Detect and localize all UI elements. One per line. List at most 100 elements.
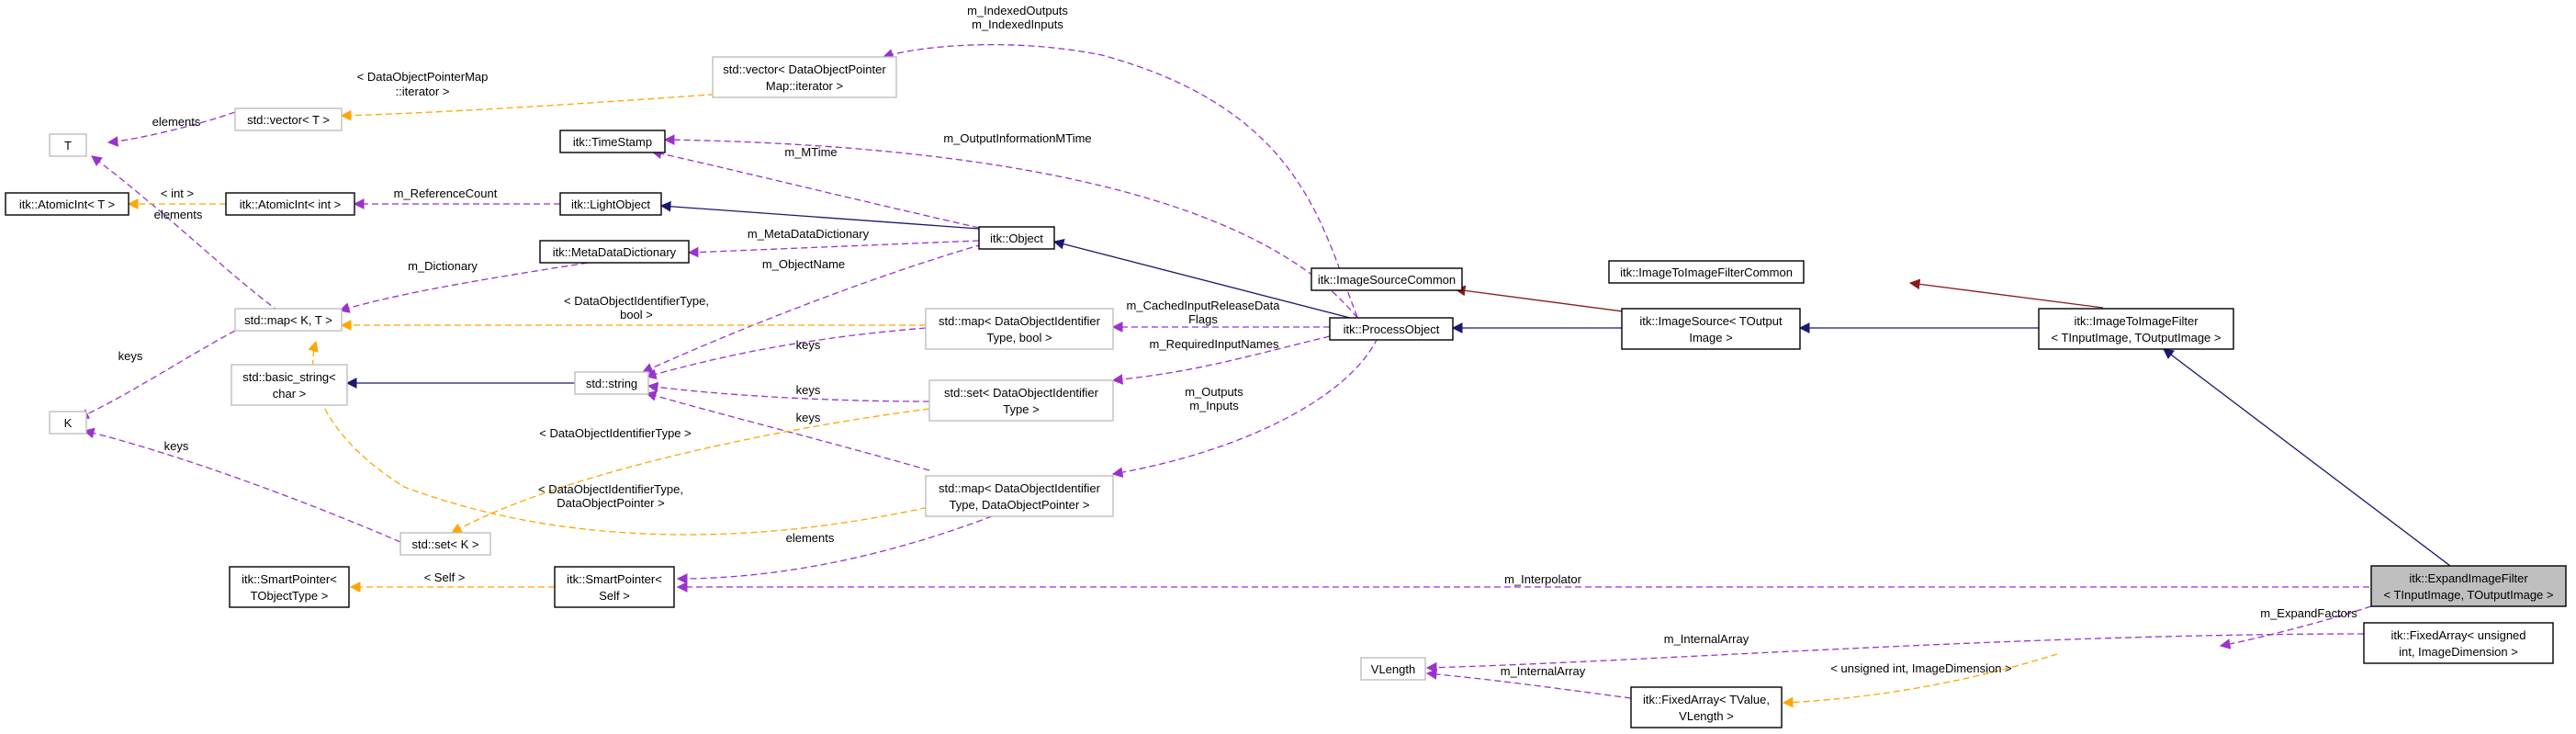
label-id-type-tpl: < DataObjectIdentifierType > — [539, 426, 691, 440]
edge-image-to-image-filter-to-common — [1908, 278, 2104, 309]
label-self-tpl: < Self > — [424, 570, 466, 584]
edge-m-internal-array-1 — [1425, 633, 2365, 673]
label-elements-sp: elements — [786, 531, 835, 545]
node-timestamp[interactable]: itk::TimeStamp — [559, 130, 666, 153]
node-t-param[interactable]: T — [49, 133, 87, 157]
node-expand-image-filter[interactable]: itk::ExpandImageFilter< TInputImage, TOu… — [2370, 565, 2567, 607]
edge-keys-map-bool — [645, 327, 927, 379]
node-smart-pointer-self[interactable]: itk::SmartPointer<Self > — [554, 566, 675, 608]
label-m-interpolator: m_Interpolator — [1504, 572, 1581, 586]
node-smart-pointer-tobj[interactable]: itk::SmartPointer<TObjectType > — [229, 566, 350, 608]
edge-keys-set-id — [647, 381, 930, 402]
svg-text:itk::ExpandImageFilter< TInput: itk::ExpandImageFilter< TInputImage, TOu… — [2383, 571, 2553, 602]
svg-text:VLength: VLength — [1371, 662, 1415, 676]
label-m-output-information-mtime: m_OutputInformationMTime — [943, 131, 1091, 145]
svg-text:itk::ImageSource< TOutputImage: itk::ImageSource< TOutputImage > — [1639, 314, 1783, 344]
edge-dop-map-iterator — [340, 89, 776, 121]
label-id-dop-tpl: < DataObjectIdentifierType,DataObjectPoi… — [538, 482, 683, 510]
node-map-kt[interactable]: std::map< K, T > — [234, 308, 343, 332]
svg-text:std::map< DataObjectIdentifier: std::map< DataObjectIdentifierType, Data… — [939, 481, 1101, 512]
edge-m-indexed — [882, 43, 1358, 318]
edge-process-object-to-object — [1052, 238, 1351, 319]
edge-expand-to-image-to-image-filter — [2163, 348, 2451, 567]
node-image-source-common[interactable]: itk::ImageSourceCommon — [1310, 267, 1463, 291]
node-std-string[interactable]: std::string — [574, 371, 649, 395]
svg-text:itk::AtomicInt< T >: itk::AtomicInt< T > — [19, 198, 115, 211]
node-image-to-image-filter[interactable]: itk::ImageToImageFilter< TInputImage, TO… — [2038, 308, 2234, 350]
node-object[interactable]: itk::Object — [978, 226, 1055, 250]
svg-text:K: K — [64, 416, 73, 430]
edge-id-type-tpl — [450, 408, 930, 534]
label-keys-map-bool: keys — [796, 338, 821, 352]
svg-text:T: T — [64, 139, 72, 152]
node-process-object[interactable]: itk::ProcessObject — [1329, 317, 1454, 341]
edge-m-dictionary — [338, 262, 589, 313]
node-atomic-int-int[interactable]: itk::AtomicInt< int > — [225, 192, 355, 216]
label-m-expand-factors: m_ExpandFactors — [2260, 606, 2357, 620]
svg-text:std::basic_string<char >: std::basic_string<char > — [242, 370, 336, 401]
label-keys-set-k: keys — [164, 439, 189, 453]
edge-m-meta-data-dictionary — [687, 240, 980, 258]
edge-elements-sp — [676, 515, 993, 584]
node-vlength[interactable]: VLength — [1360, 657, 1426, 681]
label-m-internal-array-1: m_InternalArray — [1664, 632, 1749, 646]
label-m-reference-count: m_ReferenceCount — [394, 186, 498, 200]
node-set-k[interactable]: std::set< K > — [399, 532, 491, 556]
edge-m-internal-array-2 — [1425, 669, 1632, 699]
svg-text:std::vector< T >: std::vector< T > — [247, 113, 330, 127]
svg-text:std::vector< DataObjectPointer: std::vector< DataObjectPointerMap::itera… — [723, 62, 886, 93]
label-m-meta-data-dictionary: m_MetaDataDictionary — [748, 227, 870, 241]
svg-text:std::map< K, T >: std::map< K, T > — [244, 313, 332, 327]
node-vector-t[interactable]: std::vector< T > — [234, 107, 343, 131]
svg-text:itk::AtomicInt< int >: itk::AtomicInt< int > — [240, 198, 342, 211]
edge-uint-dim-tpl — [1782, 653, 2058, 708]
edge-elements-vec — [107, 111, 236, 147]
edge-keys-set-k — [83, 427, 401, 543]
label-uint-dim-tpl: < unsigned int, ImageDimension > — [1830, 661, 2011, 675]
edge-m-expand-factors — [2219, 605, 2372, 649]
label-m-required-input-names: m_RequiredInputNames — [1150, 337, 1279, 351]
label-keys-map-kt: keys — [118, 349, 143, 363]
svg-text:std::set< K >: std::set< K > — [412, 537, 479, 551]
edge-elements-atomic — [91, 155, 280, 312]
svg-text:itk::FixedArray< TValue,VLengt: itk::FixedArray< TValue,VLength > — [1643, 693, 1770, 723]
edge-m-outputs-inputs — [1111, 337, 1378, 478]
node-fixed-array-tvalue[interactable]: itk::FixedArray< TValue,VLength > — [1630, 686, 1783, 728]
label-keys-map-dop: keys — [796, 411, 821, 424]
edge-m-required-input-names — [1111, 335, 1331, 385]
node-light-object[interactable]: itk::LightObject — [559, 192, 662, 216]
label-m-object-name: m_ObjectName — [762, 257, 845, 271]
node-atomic-int-t[interactable]: itk::AtomicInt< T > — [5, 192, 129, 216]
edge-m-mtime — [650, 148, 980, 229]
svg-text:itk::SmartPointer<TObjectType: itk::SmartPointer<TObjectType > — [242, 572, 337, 603]
svg-text:itk::ImageToImageFilter< TInpu: itk::ImageToImageFilter< TInputImage, TO… — [2051, 314, 2221, 344]
edge-keys-map-dop — [645, 390, 930, 471]
label-elements-vec: elements — [152, 115, 201, 129]
node-image-to-image-filter-common[interactable]: itk::ImageToImageFilterCommon — [1608, 260, 1805, 284]
svg-text:itk::ImageSourceCommon: itk::ImageSourceCommon — [1318, 273, 1456, 287]
svg-text:itk::LightObject: itk::LightObject — [571, 198, 650, 211]
edge-object-to-light-object — [659, 200, 980, 230]
label-dop-map-iterator: < DataObjectPointerMap::iterator > — [357, 70, 489, 98]
svg-text:std::set< DataObjectIdentifier: std::set< DataObjectIdentifierType > — [944, 386, 1099, 416]
edge-m-object-name — [641, 241, 993, 374]
svg-text:itk::SmartPointer<Self >: itk::SmartPointer<Self > — [567, 572, 662, 603]
label-elements-atomic: elements — [154, 208, 203, 221]
label-keys-set-id: keys — [796, 383, 821, 397]
svg-text:itk::ProcessObject: itk::ProcessObject — [1344, 322, 1440, 336]
node-k-param[interactable]: K — [49, 411, 87, 435]
svg-text:itk::TimeStamp: itk::TimeStamp — [573, 135, 652, 149]
node-basic-string-char[interactable]: std::basic_string<char > — [231, 364, 348, 406]
svg-text:itk::ImageToImageFilterCommon: itk::ImageToImageFilterCommon — [1620, 265, 1793, 279]
node-meta-data-dictionary[interactable]: itk::MetaDataDictionary — [539, 240, 690, 264]
